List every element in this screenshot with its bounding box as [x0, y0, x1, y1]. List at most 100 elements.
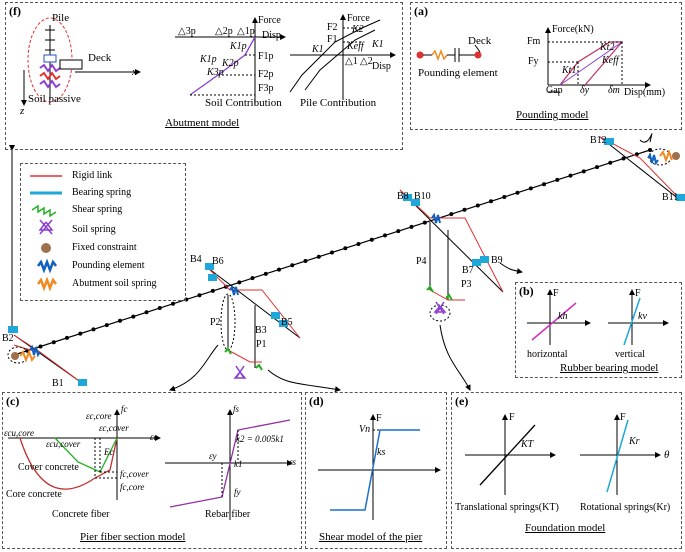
deck-node — [343, 246, 348, 251]
bearing-b4 — [205, 263, 214, 270]
deck-node — [396, 229, 401, 234]
foundation-theta-label: θ — [664, 449, 670, 461]
pile-force-label: Force — [347, 13, 370, 24]
bearing-horizontal: horizontal — [527, 349, 568, 360]
bearing-vertical: vertical — [615, 349, 645, 360]
panel-d-title: Shear model of the pier — [319, 531, 423, 543]
bearing-b5 — [279, 320, 288, 327]
label-b1: B1 — [52, 378, 64, 389]
deck-node — [568, 173, 573, 178]
deck-node — [383, 233, 387, 238]
shear-Vn-label: Vn — [359, 424, 371, 435]
soil-k1p: K1p — [200, 54, 217, 65]
abutment-soil-spring-left — [19, 349, 36, 363]
panel-e-tag: (e) — [455, 394, 469, 408]
label-b11: B11 — [662, 192, 679, 203]
legend-shear-spring: Shear spring — [72, 204, 123, 215]
cap-beam-right — [399, 189, 504, 293]
soil-passive-label: Soil passive — [28, 93, 81, 105]
connector-pounding — [639, 133, 653, 143]
connector-shear — [267, 369, 341, 393]
soil-f1p: F1p — [258, 51, 274, 62]
panel-pier-fiber-section — [2, 392, 302, 549]
pounding-deck-label: Deck — [468, 35, 492, 47]
panel-b-tag: (b) — [519, 284, 534, 298]
dm-label: δm — [608, 85, 620, 96]
es-label: εs — [289, 457, 297, 467]
fm-label: Fm — [527, 36, 541, 47]
soil-disp-label: Disp — [262, 30, 281, 41]
panel-abutment-model — [5, 2, 403, 150]
deck-node — [462, 207, 467, 212]
bearing-b12 — [604, 138, 614, 145]
ec-core-label: εc,core — [86, 411, 112, 421]
pier-right-circle — [429, 304, 451, 322]
deck-node — [277, 267, 281, 272]
soil-delta-3p: △3p — [178, 26, 196, 37]
translational-springs-caption: Translational springs(KT) — [455, 502, 559, 513]
dy-label: δy — [580, 85, 590, 96]
bearing-b11 — [676, 194, 685, 201]
deck-node — [489, 199, 493, 204]
label-b10: B10 — [414, 191, 431, 202]
panel-foundation-model — [451, 392, 682, 549]
soil-delta-2p: △2p — [215, 26, 233, 37]
bearing-b7 — [472, 259, 481, 266]
deck-node — [131, 314, 136, 319]
core-concrete-label: Core concrete — [6, 489, 62, 500]
deck-node — [237, 280, 242, 285]
kt2-label: Kt2 — [600, 42, 615, 53]
abutment-right-line — [599, 136, 681, 201]
label-b8: B8 — [397, 191, 409, 202]
deck-node — [422, 220, 427, 225]
pile-delta-1: △1 — [345, 56, 358, 67]
deck-node — [290, 263, 295, 268]
panel-b-title: Rubber bearing model — [560, 362, 659, 374]
pile-keff: Keff — [347, 41, 364, 52]
deck-label: Deck — [88, 52, 112, 64]
ecu-core-label: εcu,core — [4, 428, 34, 438]
k1-rebar-label: k1 — [234, 459, 243, 469]
fc-cover-label: fc,cover — [120, 469, 149, 479]
legend-soil-spring: Soil spring — [72, 224, 116, 235]
pile-k1-right: K1 — [372, 39, 384, 50]
bearing-b10 — [411, 199, 420, 206]
label-b6: B6 — [212, 256, 224, 267]
soil-delta-1p: △1p — [237, 26, 255, 37]
deck-node — [171, 301, 175, 306]
deck-node — [157, 306, 162, 310]
bearing-f1: F — [553, 288, 559, 299]
pile-f1: F1 — [327, 34, 338, 45]
soil-f2p: F2p — [258, 69, 274, 80]
k2-rebar-label: k2 = 0.005k1 — [236, 434, 284, 444]
deck-node — [502, 195, 507, 199]
fc-core-label: fc,core — [120, 482, 145, 492]
deck-node — [648, 148, 652, 152]
rigid-link-pier-left — [207, 267, 301, 339]
deck-node — [263, 271, 268, 276]
shear-ks-label: ks — [377, 447, 386, 458]
deck-node — [51, 340, 56, 345]
rotational-springs-caption: Rotational springs(Kr) — [580, 502, 671, 513]
legend-pounding-element: Pounding element — [72, 260, 145, 271]
label-b2: B2 — [2, 333, 14, 344]
deck-node — [621, 156, 626, 161]
bearing-b1 — [78, 379, 87, 386]
soil-spring-right — [433, 301, 447, 315]
ecu-cover-label: εcu,cover — [46, 439, 81, 449]
soil-f3p: F3p — [258, 83, 274, 94]
foundation-KT-label: KT — [521, 439, 534, 450]
label-b4: B4 — [190, 254, 202, 265]
deck-node — [65, 335, 69, 340]
deck-node — [595, 165, 599, 170]
deck-node — [528, 186, 533, 191]
label-p1: P1 — [256, 339, 267, 350]
disp-mm-label: Disp(mm) — [624, 87, 666, 98]
pile-contribution-caption: Pile Contribution — [300, 97, 377, 109]
shear-F-label: F — [376, 413, 382, 424]
panel-a-title: Pounding model — [516, 109, 589, 121]
